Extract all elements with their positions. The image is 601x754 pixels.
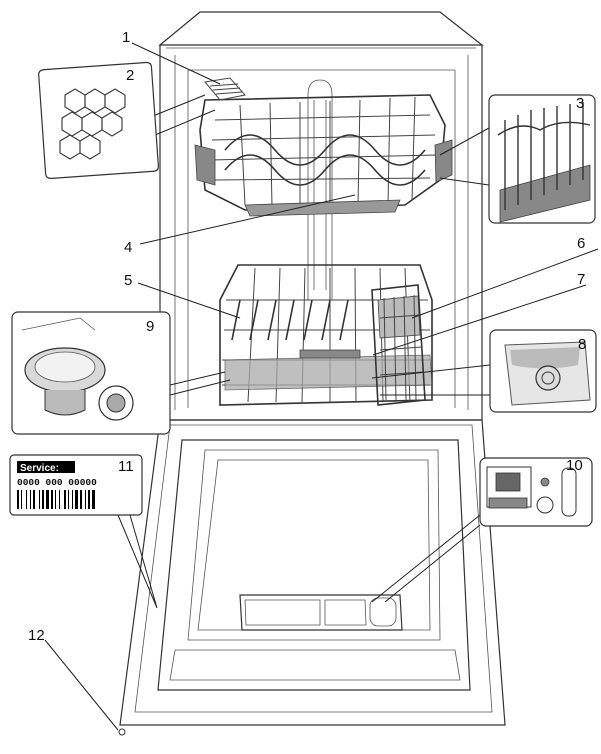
barcode-bar <box>92 490 95 509</box>
barcode-bar <box>17 490 19 509</box>
inset-filter-assembly <box>11 311 171 435</box>
barcode-bar <box>75 490 78 509</box>
callout-numbers: 1 2 3 4 5 6 7 8 9 10 11 12 <box>28 29 586 644</box>
service-code: 0000 000 00000 <box>17 477 97 488</box>
lower-rack <box>219 264 433 406</box>
barcode-bar <box>68 490 69 509</box>
service-title: Service: <box>20 463 59 474</box>
barcode-bar <box>64 490 66 509</box>
callout-8: 8 <box>578 336 586 353</box>
callout-6: 6 <box>577 235 585 252</box>
cutlery-basket <box>371 284 426 406</box>
callout-9: 9 <box>146 318 154 335</box>
barcode-bar <box>42 490 44 509</box>
barcode-bar <box>80 490 82 509</box>
barcode-bar <box>51 490 53 509</box>
barcode-bar <box>26 490 27 509</box>
callout-11: 11 <box>118 458 134 475</box>
barcode-bar <box>88 490 90 509</box>
detergent-dispenser <box>239 594 403 631</box>
inset-cup-shelf-detail <box>38 61 159 179</box>
service-title-bg <box>17 461 75 473</box>
inset-service-label: Service: 0000 000 00000 <box>9 454 143 516</box>
callout-2: 2 <box>126 67 134 84</box>
callout-12: 12 <box>28 627 45 644</box>
barcode-bar <box>72 490 73 509</box>
inset-control-panel <box>479 457 593 527</box>
cup-shelf <box>204 77 246 101</box>
barcode-bar <box>59 490 60 509</box>
callout-10: 10 <box>566 457 583 474</box>
upper-rack <box>194 94 453 217</box>
open-door <box>118 419 506 736</box>
callout-4: 4 <box>124 239 132 256</box>
callout-1: 1 <box>122 29 130 46</box>
callout-3: 3 <box>576 95 584 112</box>
inset-fold-down-tines <box>488 94 596 224</box>
barcode-bar <box>55 490 56 509</box>
inset-rinse-aid-dispenser <box>489 329 597 413</box>
barcode-bar <box>21 490 22 509</box>
barcode-bar <box>33 490 35 509</box>
barcode-bar <box>46 490 49 509</box>
callout-7: 7 <box>577 271 585 288</box>
dishwasher-cabinet <box>158 11 484 421</box>
spray-arm-tube <box>307 79 333 300</box>
barcode <box>17 490 95 509</box>
barcode-bar <box>85 490 86 509</box>
callout-5: 5 <box>124 272 132 289</box>
barcode-bar <box>30 490 31 509</box>
leader-lines <box>44 42 599 731</box>
barcode-bar <box>39 490 40 509</box>
